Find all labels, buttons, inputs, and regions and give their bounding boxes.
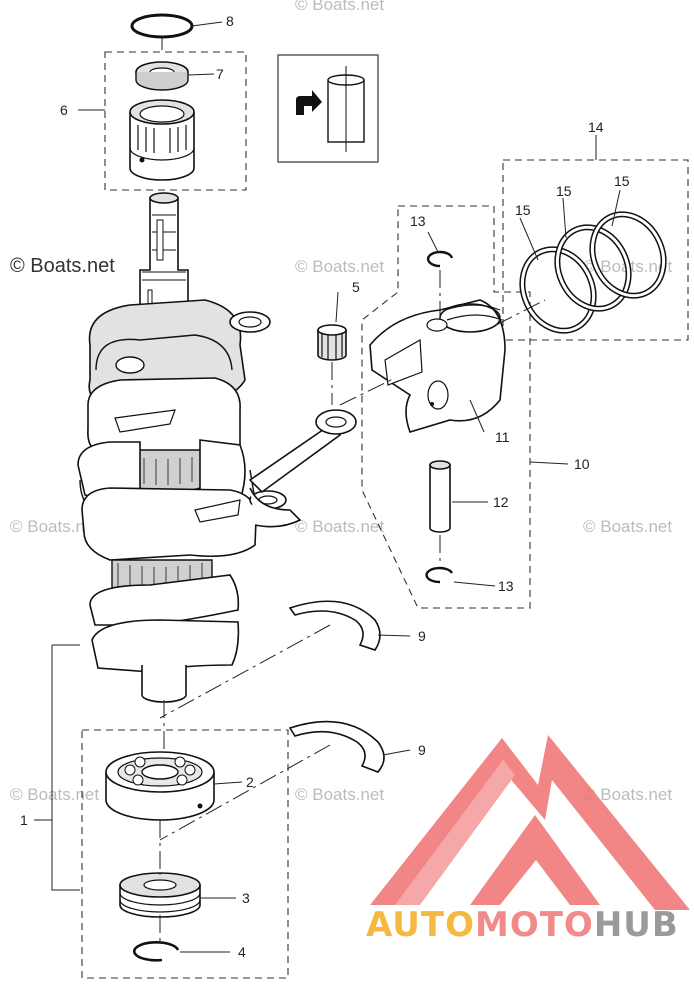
needle-bearing-part-5 <box>317 324 347 361</box>
watermark: © Boats.net <box>10 785 99 804</box>
callout-15: 15 <box>515 202 531 218</box>
watermark: © Boats.net <box>295 785 384 804</box>
brand-part-moto: MOTO <box>475 905 594 945</box>
axis-line <box>339 377 396 406</box>
callout-5: 5 <box>352 279 360 295</box>
watermark: © Boats.net <box>583 785 672 804</box>
callout-9-lower: 9 <box>418 742 426 758</box>
callout-15-third: 15 <box>614 173 630 189</box>
brand-text: AUTOMOTOHUB <box>366 905 679 945</box>
watermark: © Boats.net <box>583 517 672 536</box>
group-box-10 <box>361 205 531 609</box>
connecting-rod <box>248 409 357 528</box>
callout-12: 12 <box>493 494 509 510</box>
bearing-housing-part-6 <box>129 99 195 181</box>
watermark: © Boats.net <box>295 517 384 536</box>
thrust-washer-part-9-lower <box>288 720 385 773</box>
piston-pin-part-12 <box>429 460 451 533</box>
callout-7: 7 <box>216 66 224 82</box>
piston-ring-part-15 <box>519 211 667 334</box>
clip-part-13 <box>427 250 454 268</box>
watermark: © Boats.net <box>295 257 384 276</box>
circlip-part-4 <box>132 941 180 962</box>
callout-10: 10 <box>574 456 590 472</box>
rotate-direction-icon <box>296 66 365 152</box>
callout-14: 14 <box>588 119 604 135</box>
brand-part-auto: AUTO <box>366 905 475 945</box>
axis-line <box>495 299 546 326</box>
piston-part-11 <box>369 299 506 433</box>
callout-9: 9 <box>418 628 426 644</box>
axis-line <box>159 744 331 841</box>
oil-seal-part-7 <box>135 61 189 91</box>
callout-6: 6 <box>60 102 68 118</box>
callout-8: 8 <box>226 13 234 29</box>
callout-3: 3 <box>242 890 250 906</box>
crankshaft <box>77 192 287 703</box>
callout-13: 13 <box>410 213 426 229</box>
o-ring-part-8 <box>130 13 194 39</box>
callout-4: 4 <box>238 944 246 960</box>
callout-15-second: 15 <box>556 183 572 199</box>
group-box-14 <box>502 159 689 341</box>
watermark-main: © Boats.net <box>10 255 115 277</box>
clip-part-13-lower <box>425 566 454 584</box>
callout-11: 11 <box>495 429 510 445</box>
group-box-6 <box>104 51 247 191</box>
seal-housing-part-3 <box>119 872 201 918</box>
thrust-washer-part-9 <box>288 600 381 651</box>
watermark: © Boats.net <box>295 0 384 14</box>
brand-logo-icon <box>370 735 690 910</box>
callout-2: 2 <box>246 774 254 790</box>
callout-1: 1 <box>20 812 28 828</box>
callout-13-lower: 13 <box>498 578 514 594</box>
watermark: © Boats.net <box>10 517 99 536</box>
brand-part-hub: HUB <box>594 905 679 945</box>
ball-bearing-part-2 <box>105 751 215 821</box>
group-box-1 <box>81 729 289 979</box>
axis-line <box>159 624 331 719</box>
